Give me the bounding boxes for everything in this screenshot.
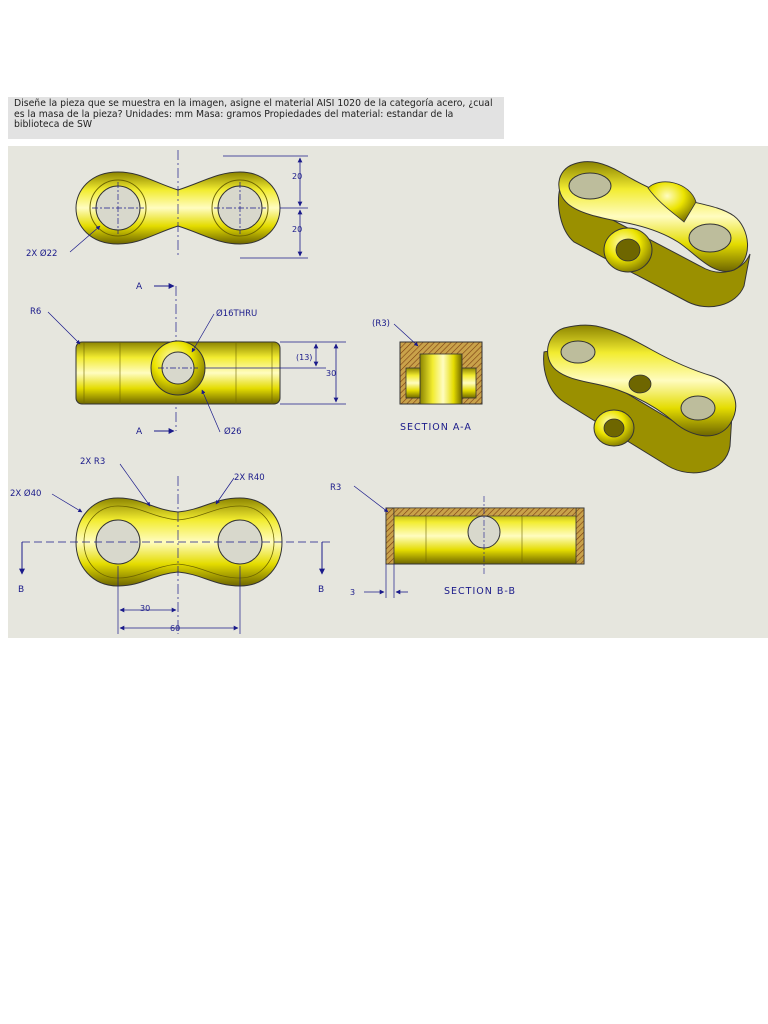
drawing-panel: 20 20 2X Ø22 A A R6 Ø16THRU Ø26 (13) 30 — [8, 146, 768, 638]
bottom-dim-60: 60 — [170, 624, 180, 633]
section-b-wall-dim: 3 — [350, 588, 355, 597]
front-section-label-bottom: A — [136, 427, 143, 437]
bottom-fillet-callout: 2X R3 — [80, 457, 105, 467]
front-dim-ref: (13) — [296, 353, 312, 362]
bottom-section-label-right: B — [318, 585, 324, 595]
section-a: (R3) SECTION A-A — [372, 319, 483, 433]
section-b-radius-callout: R3 — [330, 483, 341, 493]
top-dim-upper: 20 — [292, 172, 302, 181]
section-b: R3 3 SECTION B-B — [330, 483, 585, 598]
front-section-label-top: A — [136, 282, 143, 292]
section-a-radius-callout: (R3) — [372, 319, 390, 329]
top-view: 20 20 2X Ø22 — [26, 150, 308, 259]
section-b-caption: SECTION B-B — [444, 586, 516, 597]
front-boss-callout: Ø26 — [224, 426, 242, 437]
top-hole-callout: 2X Ø22 — [26, 248, 57, 259]
isometric-top-view — [558, 161, 751, 308]
bottom-section-label-left: B — [18, 585, 24, 595]
bottom-view: B B 30 60 2X R3 2X R40 2X Ø40 — [10, 457, 330, 634]
section-a-caption: SECTION A-A — [400, 422, 472, 433]
front-dim-height: 30 — [326, 369, 336, 378]
bottom-outer-callout: 2X Ø40 — [10, 488, 41, 499]
bottom-dim-30: 30 — [140, 604, 150, 613]
front-thru-callout: Ø16THRU — [216, 308, 257, 319]
bottom-arc-callout: 2X R40 — [234, 473, 265, 483]
front-radius-callout: R6 — [30, 307, 41, 317]
top-dim-lower: 20 — [292, 225, 302, 234]
front-view: A A R6 Ø16THRU Ø26 (13) 30 — [30, 282, 346, 437]
isometric-bottom-view — [543, 324, 737, 474]
question-text: Diseñe la pieza que se muestra en la ima… — [8, 97, 504, 139]
